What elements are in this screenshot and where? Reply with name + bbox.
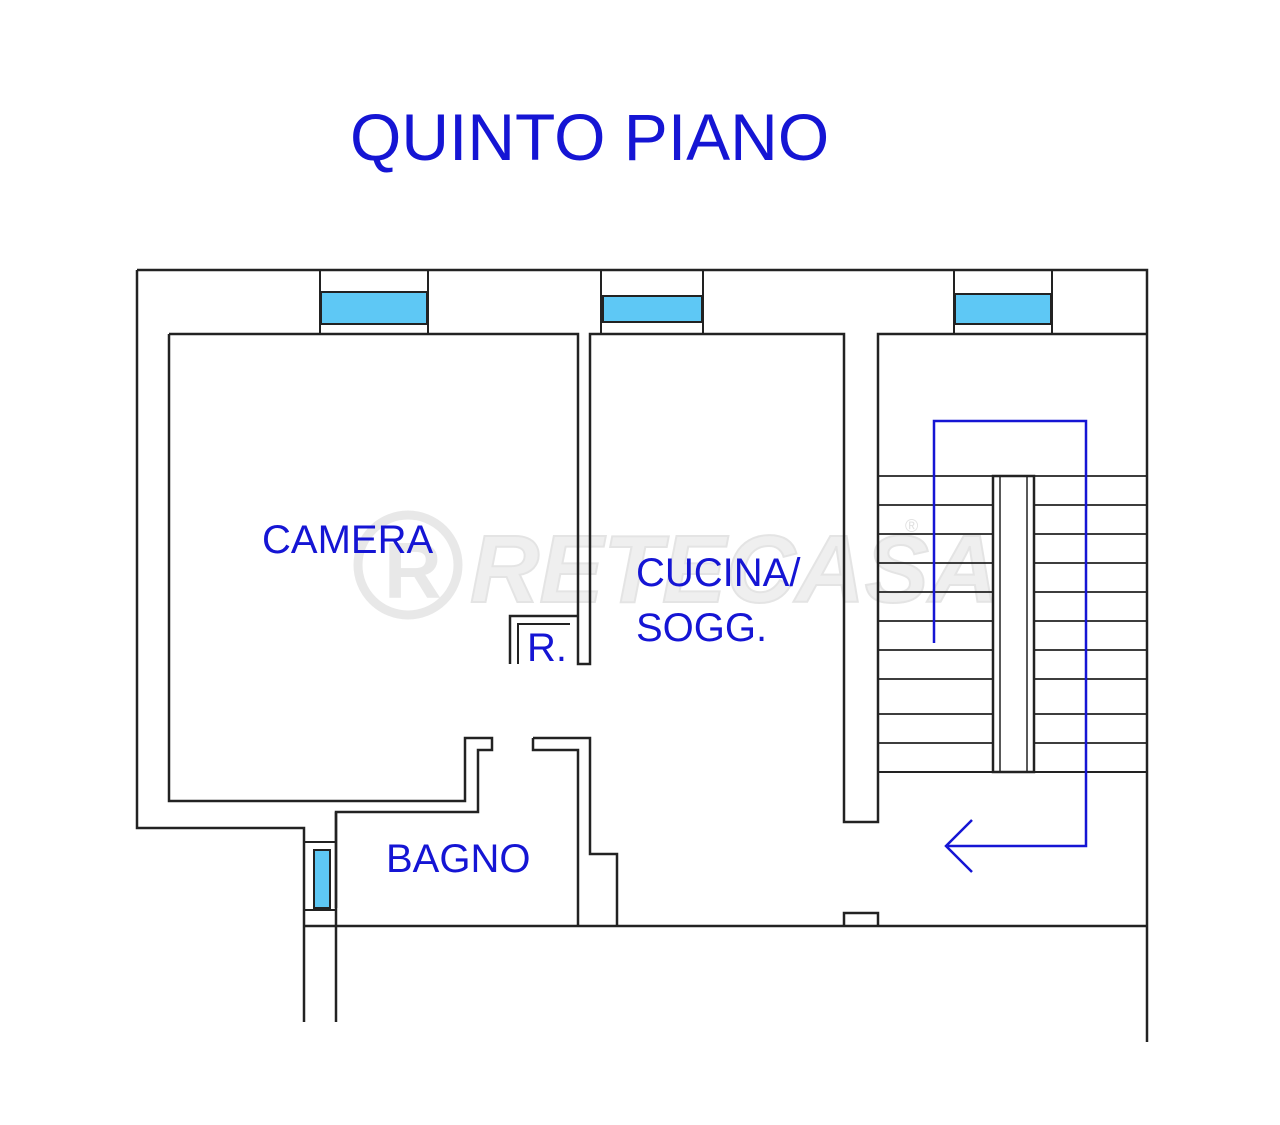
outer-wall-bottom <box>334 924 1147 1022</box>
camera-wall-left-bottom <box>167 334 494 908</box>
floor-title: QUINTO PIANO <box>350 100 829 174</box>
room-label-cucina-line2: SOGG. <box>636 606 767 650</box>
room-label-ripostiglio: R. <box>527 626 567 670</box>
staircase <box>878 419 1147 873</box>
watermark-logo-letter: R <box>384 526 442 615</box>
window-bagno <box>313 849 331 909</box>
bagno-wall-right <box>533 736 619 926</box>
room-label-camera: CAMERA <box>262 518 433 562</box>
outer-walls <box>135 268 1149 1042</box>
window-bagno-jambs <box>304 841 336 911</box>
ripostiglio-wall <box>508 614 578 664</box>
watermark-logo <box>353 510 463 620</box>
stair-arrow-head-icon <box>944 819 973 873</box>
room-label-cucina-line1: CUCINA/ <box>636 551 801 595</box>
window-camera <box>320 291 428 325</box>
central-walls <box>576 332 1147 824</box>
watermark-registered: ® <box>905 516 918 536</box>
stair-direction-arrow <box>932 419 1088 848</box>
camera-wall-top <box>169 332 580 505</box>
window-stairs <box>954 293 1052 325</box>
outer-wall-top-right <box>137 268 1149 1042</box>
bagno-wall-inner <box>531 738 580 926</box>
stair-well <box>991 474 1036 774</box>
outer-wall-left <box>135 270 306 1022</box>
stair-well-inner <box>999 475 1028 773</box>
bottom-niche <box>842 911 880 926</box>
ripostiglio-inner-wall <box>517 623 570 664</box>
room-label-bagno: BAGNO <box>386 837 530 881</box>
stair-steps <box>878 475 1147 744</box>
window-cucina <box>602 295 703 323</box>
